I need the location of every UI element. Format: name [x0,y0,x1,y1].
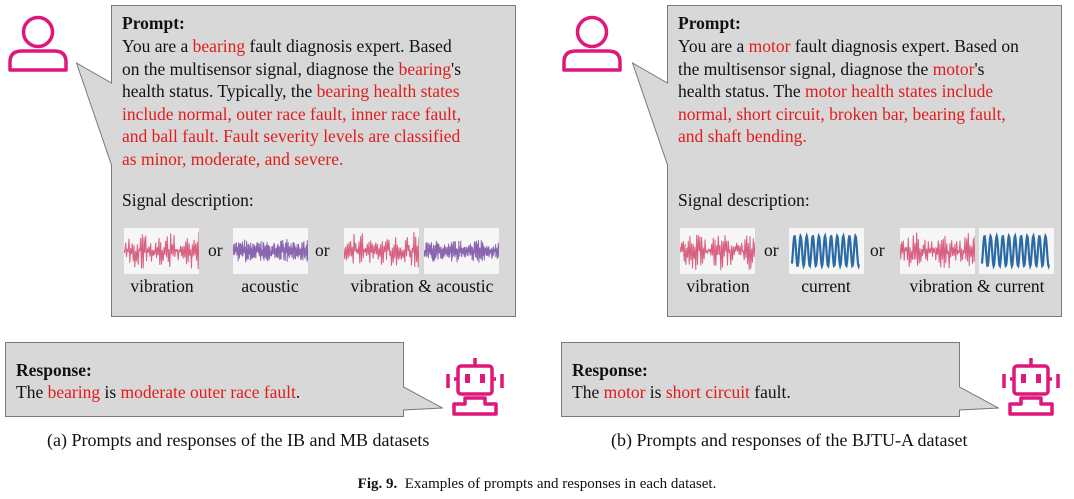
highlight-text: bearing health states [316,81,460,101]
highlight-text: as minor, moderate, and severe. [122,148,344,169]
text-run: fault diagnosis expert. Based [245,36,452,56]
prompt-line: on the multisensor signal, diagnose the … [122,58,512,81]
signal-heading: Signal description: [122,190,254,210]
vibration-waveform [343,228,420,274]
text-run: health status. The [678,81,806,101]
response-bubble-tail [5,342,443,417]
text-run: on the multisensor signal, diagnose the [122,58,399,79]
prompt-line: the multisensor signal, diagnose the mot… [678,58,1058,81]
panel-caption: (a) Prompts and responses of the IB and … [47,430,430,450]
current-label: current [801,276,851,296]
prompt-line: You are a motor fault diagnosis expert. … [678,35,1058,58]
acoustic-waveform [232,228,309,274]
response-title: Response: [16,360,92,380]
prompt-title: Prompt: [122,13,185,33]
highlight-text: bearing [398,58,452,79]
prompt-line: and shaft bending. [678,125,1058,148]
text-run: the multisensor signal, diagnose the [678,58,933,79]
text-run: fault diagnosis expert. Based on [790,36,1019,56]
highlight-text: motor [748,36,791,56]
highlight-text: normal, short circuit, broken bar, beari… [678,103,1006,124]
text-run: You are a [122,36,193,56]
text-run: The [16,382,48,402]
highlight-text: and ball fault. Fault severity levels ar… [122,126,461,146]
highlight-text: include normal, outer race fault, inner … [122,103,462,124]
prompt-line: health status. The motor health states i… [678,80,1058,103]
prompt-line: normal, short circuit, broken bar, beari… [678,103,1058,126]
vibration-waveform [679,228,756,274]
prompt-line: as minor, moderate, and severe. [122,148,512,171]
prompt-line: include normal, outer race fault, inner … [122,103,512,126]
or-text: or [208,240,223,260]
panel-caption: (b) Prompts and responses of the BJTU-A … [611,430,968,450]
vibration-waveform [899,228,976,274]
highlight-text: motor [932,58,975,79]
figure-caption-text: Examples of prompts and responses in eac… [397,476,717,492]
user-icon [562,15,622,72]
current-waveform [979,228,1054,274]
user-icon [8,15,68,72]
prompt-line: You are a bearing fault diagnosis expert… [122,35,512,58]
text-run: . [295,382,301,402]
current-waveform [789,228,864,274]
prompt-line: health status. Typically, the bearing he… [122,80,512,103]
response-text: The motor is short circuit fault. [572,381,791,404]
text-run: is [100,382,121,402]
vibration-waveform [123,228,200,274]
acoustic-label: acoustic [241,276,299,296]
highlight-text: moderate outer race fault [120,382,296,402]
robot-icon [446,358,504,416]
vibration-label: vibration [686,276,750,296]
figure-label: Fig. 9. [357,476,398,492]
prompt-body: You are a motor fault diagnosis expert. … [678,35,1058,148]
text-run: health status. Typically, the [122,81,317,101]
text-run: is [645,382,666,402]
highlight-text: and shaft bending. [678,126,807,146]
text-run: fault. [749,382,791,402]
figure-caption: Fig. 9. Examples of prompts and response… [0,476,1074,493]
or-text: or [764,240,779,260]
or-text: or [315,240,330,260]
prompt-title: Prompt: [678,13,741,33]
or-text: or [870,240,885,260]
highlight-text: motor [603,382,646,402]
vibration-current-label: vibration & current [909,276,1045,296]
highlight-text: bearing [192,36,246,56]
response-bubble-tail [561,342,999,417]
acoustic-waveform [423,228,500,274]
response-title: Response: [572,360,648,380]
highlight-text: motor health states include [805,81,994,101]
text-run: The [572,382,604,402]
text-run: 's [451,58,462,79]
highlight-text: short circuit [665,382,750,402]
text-run: You are a [678,36,749,56]
vibration-acoustic-label: vibration & acoustic [350,276,494,296]
vibration-label: vibration [130,276,194,296]
prompt-body: You are a bearing fault diagnosis expert… [122,35,512,170]
prompt-line: and ball fault. Fault severity levels ar… [122,125,512,148]
signal-heading: Signal description: [678,190,810,210]
highlight-text: bearing [47,382,101,402]
robot-icon [1002,358,1060,416]
response-text: The bearing is moderate outer race fault… [16,381,300,404]
text-run: 's [974,58,985,79]
